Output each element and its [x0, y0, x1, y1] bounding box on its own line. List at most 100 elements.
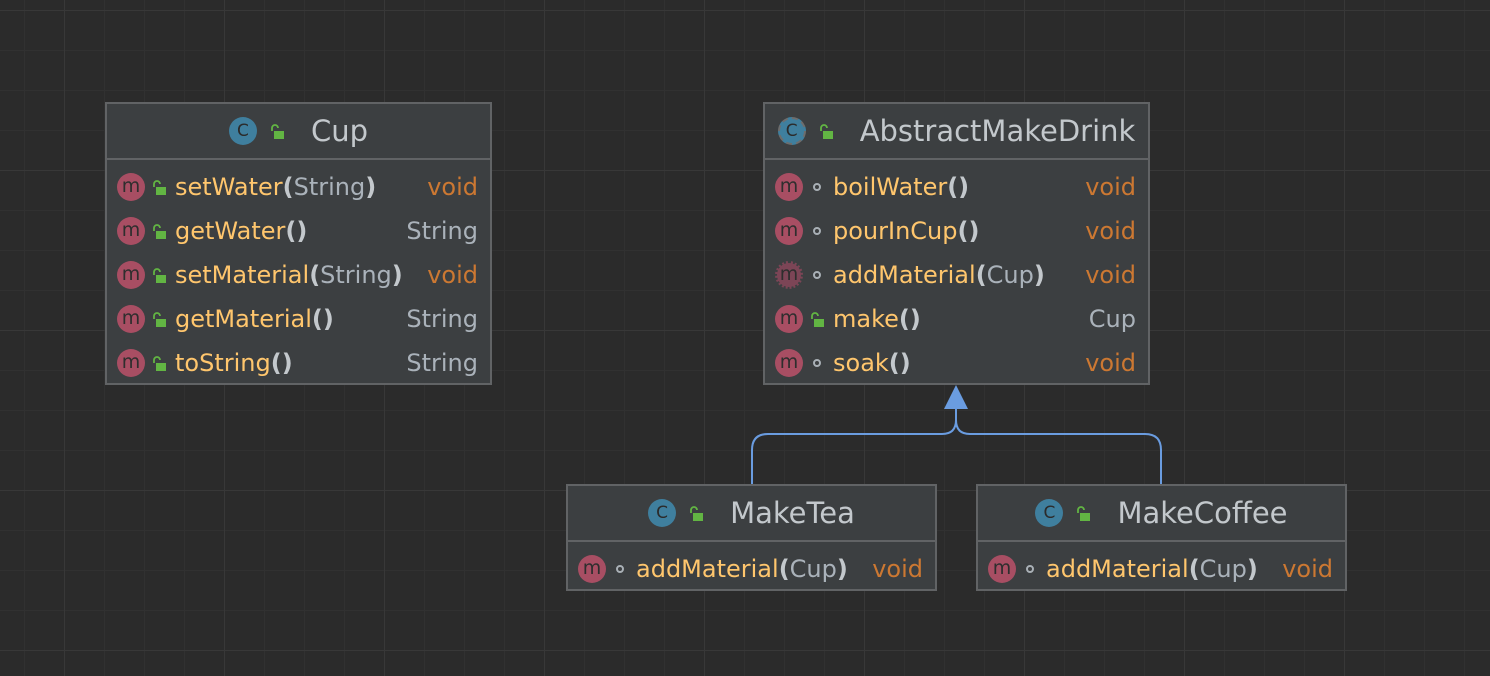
method-row-soak[interactable]: m soak() void: [765, 341, 1148, 385]
open-paren: (: [285, 217, 297, 245]
return-type: Cup: [1088, 305, 1136, 333]
return-type: void: [1282, 555, 1333, 583]
class-name: AbstractMakeDrink: [859, 114, 1136, 148]
return-type: String: [406, 349, 478, 377]
close-paren: ): [365, 173, 377, 201]
open-paren: (: [270, 349, 282, 377]
method-icon: m: [117, 217, 145, 245]
package-private-icon: [803, 217, 831, 245]
method-param: Cup: [986, 261, 1034, 289]
method-signature: soak(): [833, 349, 911, 377]
class-header: C MakeTea: [568, 486, 935, 542]
method-name: setWater: [175, 173, 283, 201]
return-type: String: [406, 217, 478, 245]
method-name: soak: [833, 349, 889, 377]
public-lock-icon: [263, 117, 291, 145]
package-private-icon: [803, 261, 831, 289]
return-type: void: [1085, 173, 1136, 201]
method-name: addMaterial: [636, 555, 779, 583]
open-paren: (: [778, 555, 790, 583]
method-param: String: [293, 173, 366, 201]
return-type: void: [1085, 349, 1136, 377]
method-name: addMaterial: [833, 261, 976, 289]
close-paren: ): [958, 173, 970, 201]
method-signature: make(): [833, 305, 921, 333]
method-param: Cup: [1199, 555, 1247, 583]
method-signature: addMaterial(Cup): [636, 555, 848, 583]
return-type: void: [1085, 261, 1136, 289]
public-lock-icon: [145, 349, 173, 377]
method-row-set-material[interactable]: m setMaterial(String) void: [107, 253, 490, 297]
method-signature: setWater(String): [175, 173, 376, 201]
method-icon: m: [117, 305, 145, 333]
method-row-add-material[interactable]: m addMaterial(Cup) void: [568, 547, 935, 591]
return-type: void: [872, 555, 923, 583]
method-signature: setMaterial(String): [175, 261, 403, 289]
method-signature: getWater(): [175, 217, 307, 245]
method-icon: m: [117, 173, 145, 201]
class-node-make-tea[interactable]: C MakeTea m addMaterial(Cup) void: [566, 484, 937, 591]
open-paren: (: [311, 305, 323, 333]
method-row-to-string[interactable]: m toString() String: [107, 341, 490, 385]
method-param: String: [320, 261, 392, 289]
public-lock-icon: [145, 217, 173, 245]
method-icon: m: [578, 555, 606, 583]
method-icon: m: [117, 349, 145, 377]
close-paren: ): [836, 555, 848, 583]
public-lock-icon: [145, 261, 173, 289]
package-private-icon: [803, 173, 831, 201]
class-icon: C: [1035, 499, 1064, 527]
close-paren: ): [281, 349, 293, 377]
method-row-get-water[interactable]: m getWater() String: [107, 209, 490, 253]
method-signature: toString(): [175, 349, 293, 377]
method-name: make: [833, 305, 899, 333]
close-paren: ): [909, 305, 921, 333]
class-header: C MakeCoffee: [978, 486, 1345, 542]
class-name: MakeTea: [730, 496, 855, 530]
open-paren: (: [309, 261, 321, 289]
method-signature: addMaterial(Cup): [1046, 555, 1258, 583]
package-private-icon: [606, 555, 634, 583]
method-row-make[interactable]: m make() Cup: [765, 297, 1148, 341]
open-paren: (: [898, 305, 910, 333]
method-name: getMaterial: [175, 305, 312, 333]
method-icon: m: [775, 217, 803, 245]
return-type: void: [1085, 217, 1136, 245]
return-type: void: [427, 173, 478, 201]
class-icon: C: [648, 499, 677, 527]
method-name: addMaterial: [1046, 555, 1189, 583]
return-type: void: [427, 261, 478, 289]
public-lock-icon: [145, 305, 173, 333]
public-lock-icon: [145, 173, 173, 201]
public-lock-icon: [682, 499, 710, 527]
method-icon: m: [775, 349, 803, 377]
method-icon: m: [117, 261, 145, 289]
method-name: getWater: [175, 217, 286, 245]
method-signature: boilWater(): [833, 173, 969, 201]
open-paren: (: [975, 261, 987, 289]
abstract-method-icon: m: [775, 261, 803, 289]
method-signature: addMaterial(Cup): [833, 261, 1045, 289]
open-paren: (: [1188, 555, 1200, 583]
class-name: MakeCoffee: [1117, 496, 1288, 530]
method-row-add-material[interactable]: m addMaterial(Cup) void: [765, 253, 1148, 297]
close-paren: ): [899, 349, 911, 377]
close-paren: ): [391, 261, 403, 289]
method-name: toString: [175, 349, 271, 377]
close-paren: ): [296, 217, 308, 245]
method-signature: getMaterial(): [175, 305, 334, 333]
method-row-set-water[interactable]: m setWater(String) void: [107, 165, 490, 209]
method-icon: m: [775, 305, 803, 333]
package-private-icon: [803, 349, 831, 377]
